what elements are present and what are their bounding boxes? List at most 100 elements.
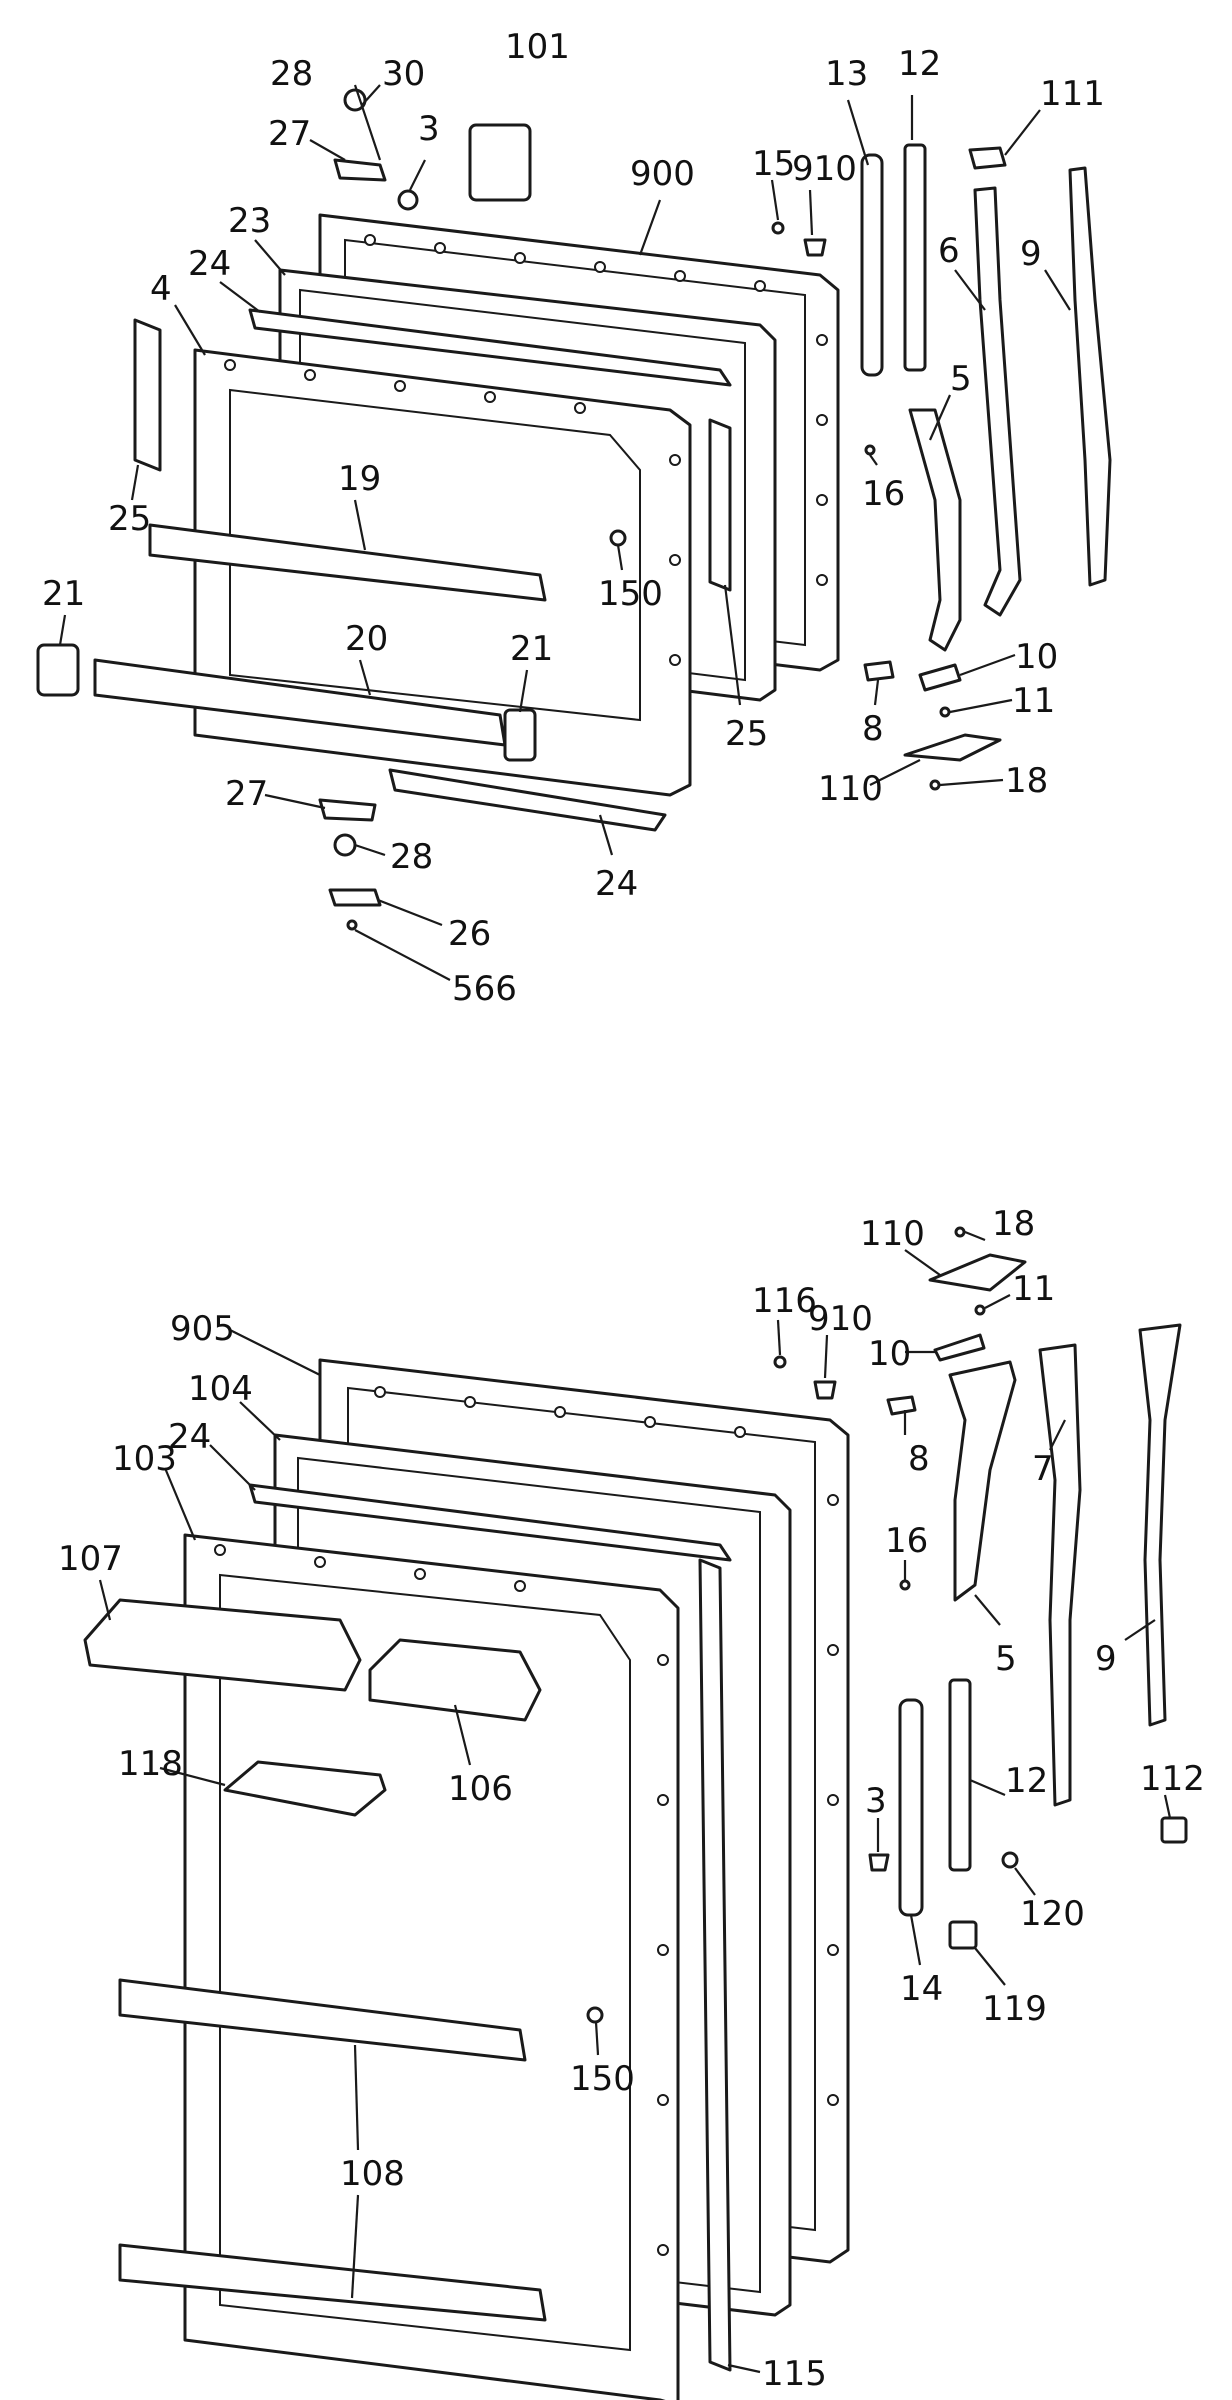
part-3-plug bbox=[868, 1853, 890, 1872]
callout-106: 106 bbox=[448, 1769, 513, 1809]
part-5-handle bbox=[908, 408, 962, 652]
callout-116: 116 bbox=[752, 1281, 817, 1321]
part-3-plug bbox=[397, 189, 419, 211]
callout-11: 11 bbox=[1012, 1269, 1055, 1309]
callout-101: 101 bbox=[505, 27, 570, 67]
part-7-bracket bbox=[1038, 1343, 1082, 1807]
callout-9: 9 bbox=[1095, 1639, 1117, 1679]
callout-111: 111 bbox=[1040, 74, 1105, 114]
callout-118: 118 bbox=[118, 1744, 183, 1784]
part-21-end-cap-left bbox=[36, 643, 80, 697]
part-566-screw bbox=[346, 919, 358, 931]
callout-4: 4 bbox=[150, 269, 172, 309]
part-11-screw bbox=[939, 706, 951, 718]
callout-566: 566 bbox=[452, 969, 517, 1009]
fresh-food-door-assembly bbox=[83, 1226, 1188, 2400]
callout-16: 16 bbox=[862, 474, 905, 514]
callout-112: 112 bbox=[1140, 1759, 1205, 1799]
freezer-door-assembly bbox=[36, 84, 1112, 981]
freezer-leader-lines bbox=[58, 84, 1071, 981]
part-150-bumper bbox=[586, 2006, 604, 2024]
callout-119: 119 bbox=[982, 1989, 1047, 2029]
part-8-clip bbox=[863, 660, 895, 682]
callout-21: 21 bbox=[510, 629, 553, 669]
callout-3: 3 bbox=[865, 1781, 887, 1821]
callout-20: 20 bbox=[345, 619, 388, 659]
part-13-bar bbox=[860, 153, 884, 377]
callout-15: 15 bbox=[752, 144, 795, 184]
part-25-side-strip-right bbox=[708, 418, 732, 592]
callout-3: 3 bbox=[418, 109, 440, 149]
part-103-inner-liner bbox=[183, 1533, 680, 2400]
callout-26: 26 bbox=[448, 914, 491, 954]
part-6-bracket bbox=[973, 186, 1022, 617]
callout-18: 18 bbox=[1005, 761, 1048, 801]
callout-21: 21 bbox=[42, 574, 85, 614]
part-910-cap bbox=[803, 238, 827, 257]
callout-150: 150 bbox=[570, 2059, 635, 2099]
part-110-cover bbox=[903, 733, 1002, 762]
callout-905: 905 bbox=[170, 1309, 235, 1349]
part-116-screw bbox=[773, 1355, 787, 1369]
part-15-screw bbox=[771, 221, 785, 235]
callout-104: 104 bbox=[188, 1369, 253, 1409]
part-26-hinge-plate bbox=[328, 888, 382, 907]
part-11-screw bbox=[974, 1304, 986, 1316]
part-101-plate bbox=[468, 123, 532, 202]
part-108-shelf-bar-lower bbox=[118, 2243, 547, 2322]
callout-28: 28 bbox=[270, 54, 313, 94]
callout-14: 14 bbox=[900, 1969, 943, 2009]
part-28-pin-top bbox=[343, 88, 367, 112]
part-21-end-cap-right bbox=[503, 708, 537, 762]
part-119-block bbox=[948, 1920, 978, 1950]
part-28-pin-bottom bbox=[333, 833, 357, 857]
callout-12: 12 bbox=[1005, 1761, 1048, 1801]
callout-110: 110 bbox=[860, 1214, 925, 1254]
callout-18: 18 bbox=[992, 1204, 1035, 1244]
part-27-hinge-bottom bbox=[318, 798, 377, 822]
callout-900: 900 bbox=[630, 154, 695, 194]
part-150-bumper bbox=[609, 529, 627, 547]
callout-5: 5 bbox=[995, 1639, 1017, 1679]
callout-115: 115 bbox=[762, 2354, 827, 2394]
callout-30: 30 bbox=[382, 54, 425, 94]
callout-28: 28 bbox=[390, 837, 433, 877]
callout-24: 24 bbox=[595, 864, 638, 904]
part-19-shelf-bar bbox=[148, 523, 547, 602]
part-9-trim bbox=[1068, 166, 1112, 587]
part-112-block bbox=[1160, 1816, 1188, 1844]
callout-24: 24 bbox=[168, 1417, 211, 1457]
part-18-screw bbox=[929, 779, 941, 791]
part-14-bar bbox=[898, 1698, 924, 1917]
callout-16: 16 bbox=[885, 1521, 928, 1561]
callout-23: 23 bbox=[228, 201, 271, 241]
callout-13: 13 bbox=[825, 54, 868, 94]
callout-11: 11 bbox=[1012, 681, 1055, 721]
callout-150: 150 bbox=[598, 574, 663, 614]
part-120-screw bbox=[1001, 1851, 1019, 1869]
callout-103: 103 bbox=[112, 1439, 177, 1479]
part-9-trim bbox=[1138, 1323, 1182, 1727]
fresh-food-leader-lines bbox=[98, 1230, 1172, 2374]
callout-25: 25 bbox=[725, 714, 768, 754]
callout-8: 8 bbox=[908, 1439, 930, 1479]
callout-19: 19 bbox=[338, 459, 381, 499]
part-5-handle bbox=[948, 1360, 1017, 1602]
part-18-screw bbox=[954, 1226, 966, 1238]
part-8-clip bbox=[886, 1395, 917, 1416]
callout-27: 27 bbox=[268, 114, 311, 154]
callout-120: 120 bbox=[1020, 1894, 1085, 1934]
callout-910: 910 bbox=[808, 1299, 873, 1339]
callout-910: 910 bbox=[792, 149, 857, 189]
part-16-screw bbox=[864, 444, 876, 456]
part-910-cap bbox=[813, 1380, 837, 1400]
callout-8: 8 bbox=[862, 709, 884, 749]
part-107-bin-cover bbox=[83, 1598, 362, 1692]
part-12-bar bbox=[903, 143, 927, 372]
fresh-food-door-labels: 110 18 11 116 910 10 905 104 24 103 107 … bbox=[58, 1204, 1205, 2394]
part-115-side-strip bbox=[698, 1558, 732, 2372]
part-10-clip bbox=[933, 1333, 986, 1362]
callout-107: 107 bbox=[58, 1539, 123, 1579]
part-110-cover bbox=[928, 1253, 1027, 1292]
